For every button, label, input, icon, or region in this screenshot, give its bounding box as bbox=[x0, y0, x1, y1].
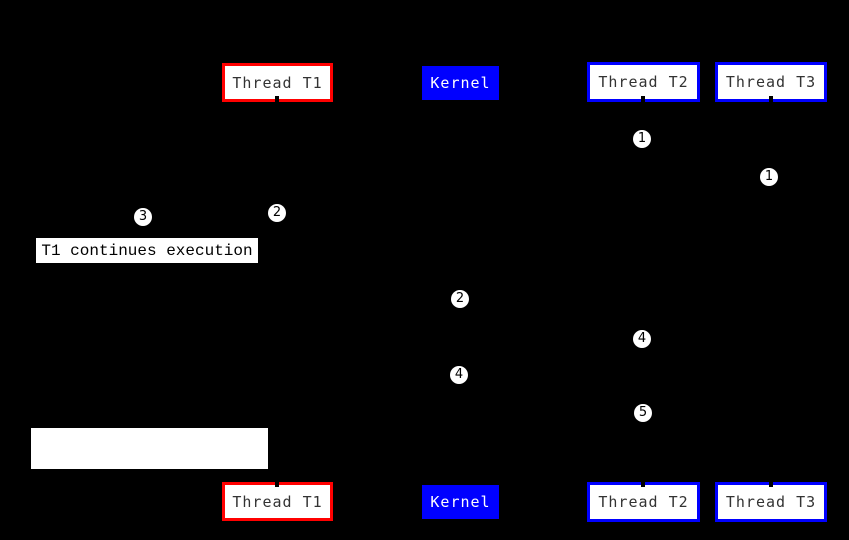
marker-4-thread-t2: 4 bbox=[633, 330, 651, 348]
thread-t3-box-top: Thread T3 bbox=[715, 62, 827, 102]
thread-t1-box-bottom: Thread T1 bbox=[222, 482, 333, 521]
marker-5-thread-t2: 5 bbox=[634, 404, 652, 422]
lifeline-thread-t3 bbox=[769, 96, 773, 487]
marker-2-thread-t1: 2 bbox=[268, 204, 286, 222]
kernel-box-top: Kernel bbox=[422, 66, 499, 100]
marker-3-annotation: 3 bbox=[134, 208, 152, 226]
thread-t3-box-bottom: Thread T3 bbox=[715, 482, 827, 522]
t1-continues-execution-label: T1 continues execution bbox=[36, 238, 258, 263]
lifeline-thread-t2 bbox=[641, 96, 645, 487]
blank-label-box bbox=[31, 428, 268, 469]
marker-1-thread-t2: 1 bbox=[633, 130, 651, 148]
marker-4-kernel: 4 bbox=[450, 366, 468, 384]
thread-t2-box-bottom: Thread T2 bbox=[587, 482, 700, 522]
marker-1-thread-t3: 1 bbox=[760, 168, 778, 186]
lifeline-thread-t1 bbox=[275, 96, 279, 487]
thread-t1-box-top: Thread T1 bbox=[222, 63, 333, 102]
kernel-box-bottom: Kernel bbox=[422, 485, 499, 519]
marker-2-kernel: 2 bbox=[451, 290, 469, 308]
